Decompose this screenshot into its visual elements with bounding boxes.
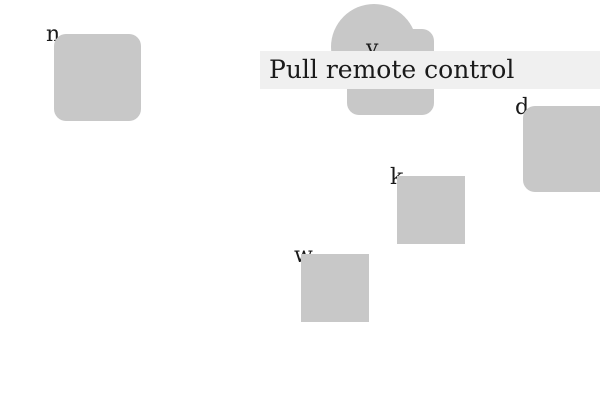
instruction-text: Pull remote control <box>269 55 515 84</box>
target-k[interactable] <box>397 176 465 244</box>
target-d[interactable] <box>523 106 600 192</box>
target-w[interactable] <box>301 254 369 322</box>
target-n[interactable] <box>54 34 141 121</box>
instruction-banner <box>260 51 600 89</box>
